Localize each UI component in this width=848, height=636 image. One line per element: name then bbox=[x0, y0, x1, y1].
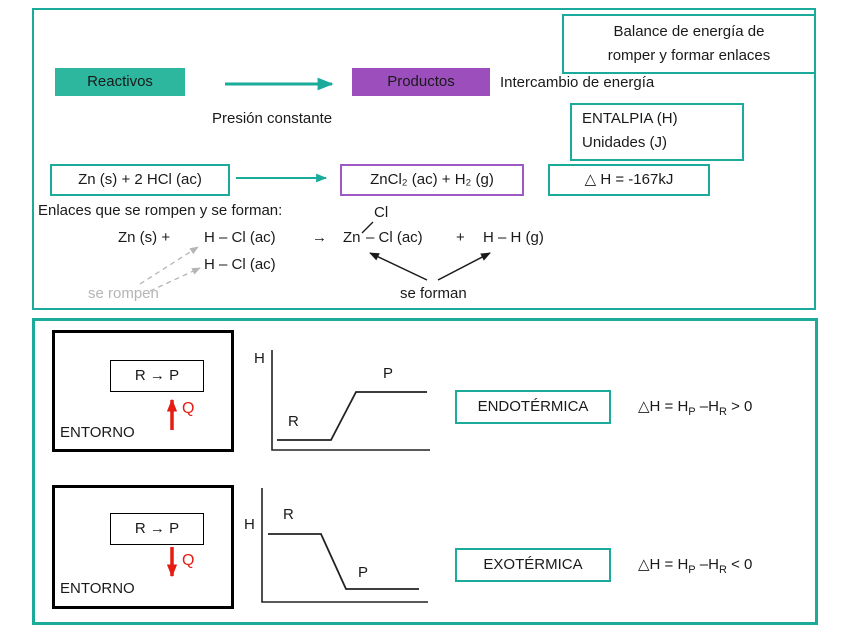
endotermica-badge: ENDOTÉRMICA bbox=[455, 390, 611, 424]
se-rompen-arrow-1 bbox=[139, 246, 199, 285]
endo-formula-part: △H = H bbox=[638, 398, 689, 415]
system-box-endo: R → P bbox=[110, 360, 204, 392]
exo-graph-curve bbox=[268, 533, 419, 590]
hh-product-text: H – H (g) bbox=[483, 229, 544, 246]
reactants-equation-box: Zn (s) + 2 HCl (ac) bbox=[50, 164, 230, 196]
endo-graph-r-label: R bbox=[288, 413, 299, 430]
se-forman-arrow-1 bbox=[369, 252, 428, 281]
exo-formula-part: < 0 bbox=[726, 556, 753, 573]
zn-cl-bond-line bbox=[361, 221, 374, 234]
se-forman-arrow-2 bbox=[437, 252, 491, 281]
exo-graph-r-label: R bbox=[283, 506, 294, 523]
entalpia-box: ENTALPIA (H) Unidades (J) bbox=[570, 103, 744, 161]
enthalpy-value-box: △ H = -167kJ bbox=[548, 164, 710, 196]
exotermica-badge: EXOTÉRMICA bbox=[455, 548, 611, 582]
se-forman-label: se forman bbox=[400, 285, 467, 302]
endo-graph-h-label: H bbox=[254, 350, 265, 367]
bottom-panel bbox=[32, 318, 818, 625]
entorno-label-exo: ENTORNO bbox=[60, 580, 135, 597]
endo-graph-axes bbox=[271, 350, 430, 451]
plus-sign: + bbox=[456, 229, 465, 246]
exo-graph-p-label: P bbox=[358, 564, 369, 581]
exo-formula-part: –H bbox=[695, 556, 719, 573]
top-panel bbox=[32, 8, 816, 310]
cl-above-text: Cl bbox=[374, 204, 389, 221]
zn-reactant-text: Zn (s) + bbox=[118, 229, 171, 246]
endo-formula: △H = HP –HR > 0 bbox=[638, 398, 752, 421]
exo-formula: △H = HP –HR < 0 bbox=[638, 556, 752, 579]
exo-formula-part: △H = H bbox=[638, 556, 689, 573]
endo-graph-p-label: P bbox=[383, 365, 394, 382]
reactivos-box: Reactivos bbox=[55, 68, 185, 96]
products-equation-box: ZnCl₂ (ac) + H₂ (g) bbox=[340, 164, 524, 196]
balance-note-line2: romper y formar enlaces bbox=[607, 47, 771, 64]
enlaces-heading: Enlaces que se rompen y se forman: bbox=[38, 202, 283, 219]
entalpia-line1: ENTALPIA (H) bbox=[582, 110, 678, 127]
entorno-box-exo bbox=[52, 485, 234, 609]
system-box-exo: R → P bbox=[110, 513, 204, 545]
q-label-endo: Q bbox=[182, 400, 195, 417]
endo-formula-sub-p: P bbox=[688, 406, 696, 418]
exo-formula-sub-r: R bbox=[718, 564, 727, 576]
exo-graph-axes bbox=[261, 488, 428, 603]
endo-formula-sub-r: R bbox=[718, 406, 727, 418]
entorno-box-endo bbox=[52, 330, 234, 452]
entorno-label-endo: ENTORNO bbox=[60, 424, 135, 441]
se-rompen-label: se rompen bbox=[88, 285, 159, 302]
reaction-arrow-glyph: → bbox=[312, 229, 327, 246]
intercambio-label: Intercambio de energía bbox=[500, 74, 655, 91]
zn-product-text: Zn bbox=[343, 229, 361, 246]
entalpia-line2: Unidades (J) bbox=[582, 134, 668, 151]
balance-note-box: Balance de energía de romper y formar en… bbox=[562, 14, 816, 74]
presion-label: Presión constante bbox=[212, 110, 333, 127]
balance-note-line1: Balance de energía de bbox=[613, 23, 765, 40]
zncl-product-text: – Cl (ac) bbox=[366, 229, 423, 246]
se-rompen-arrow-2 bbox=[149, 267, 201, 292]
endo-formula-part: –H bbox=[695, 398, 719, 415]
exo-graph-h-label: H bbox=[244, 516, 255, 533]
hcl-top-text: H – Cl (ac) bbox=[204, 229, 276, 246]
q-label-exo: Q bbox=[182, 552, 195, 569]
endo-graph-curve bbox=[277, 391, 427, 441]
hcl-bottom-text: H – Cl (ac) bbox=[204, 256, 276, 273]
productos-box: Productos bbox=[352, 68, 490, 96]
exo-formula-sub-p: P bbox=[688, 564, 696, 576]
endo-formula-part: > 0 bbox=[726, 398, 753, 415]
